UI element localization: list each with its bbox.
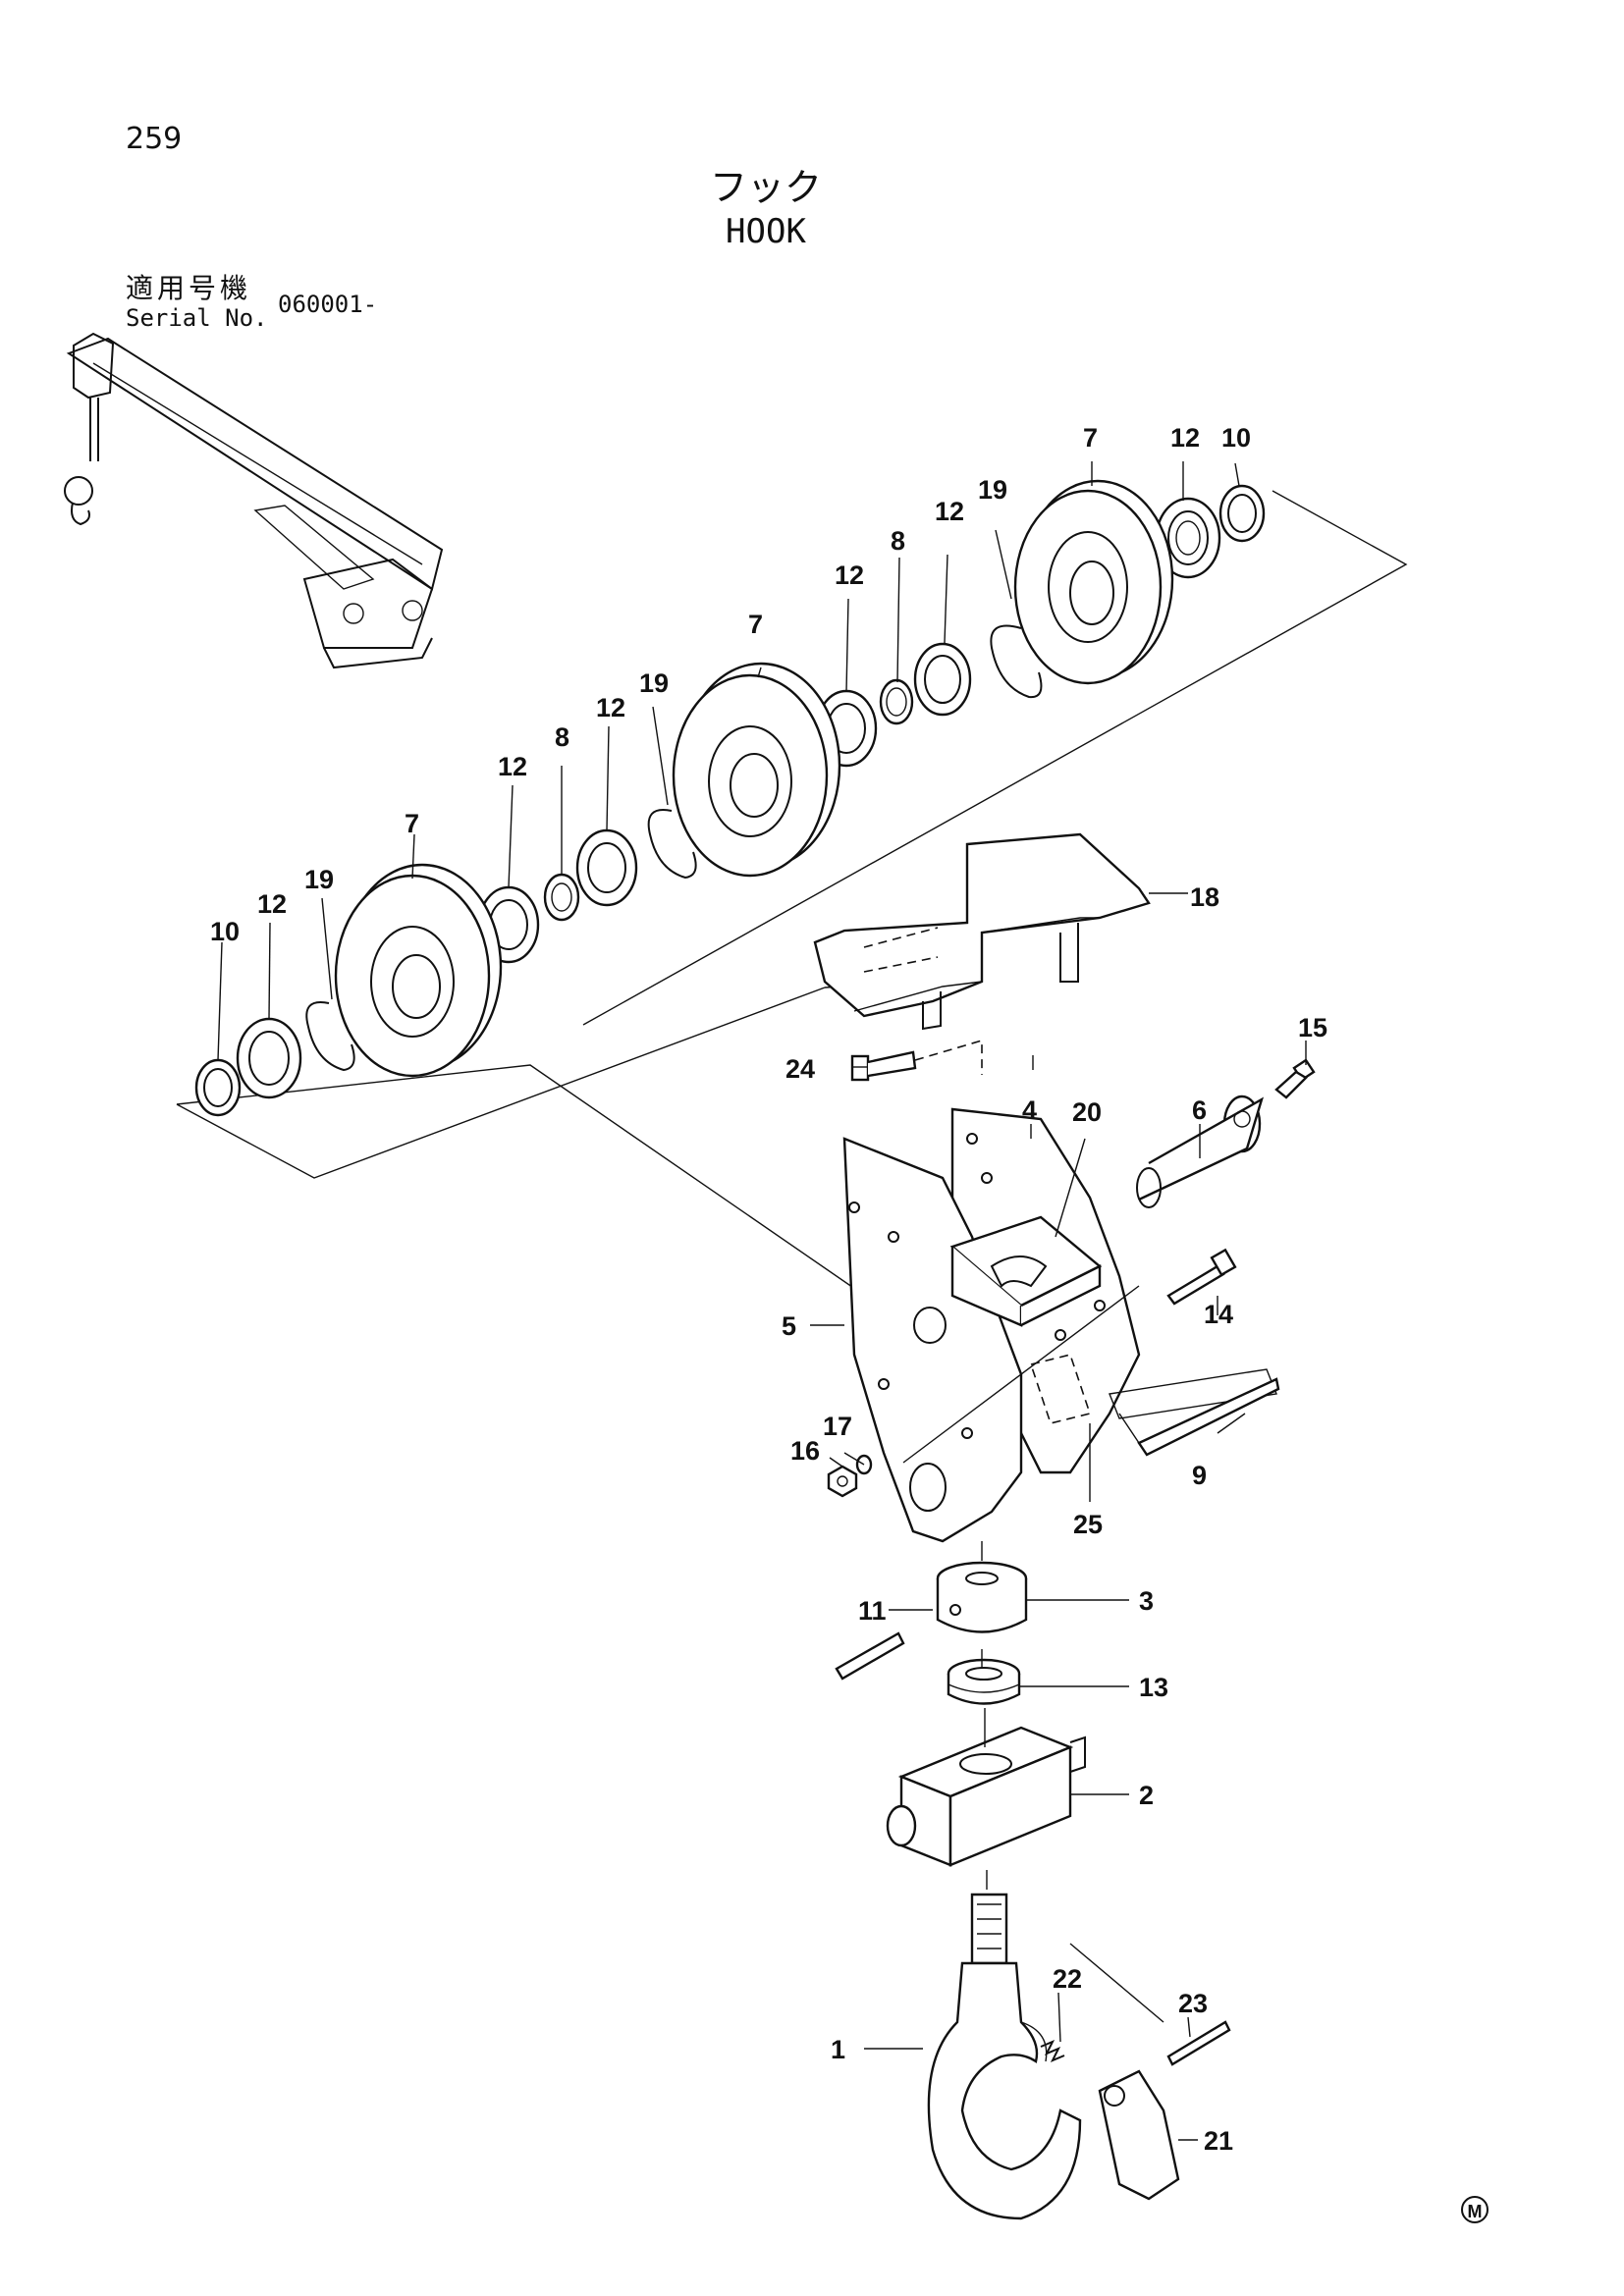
page-number: 259 xyxy=(126,122,183,156)
callout-4: 4 xyxy=(1022,1095,1037,1125)
bearing-12-lower-left xyxy=(236,1017,302,1099)
callout-13: 13 xyxy=(1139,1673,1168,1702)
callout-12: 12 xyxy=(835,561,864,590)
callout-6: 6 xyxy=(1192,1095,1207,1125)
bolt-24 xyxy=(850,1050,917,1082)
snap-ring-19-upper xyxy=(990,624,1043,699)
safety-latch-21 xyxy=(1098,2069,1180,2201)
callout-7: 7 xyxy=(405,809,419,838)
callout-25: 25 xyxy=(1073,1510,1103,1539)
callout-7: 7 xyxy=(1083,423,1098,453)
spacer-25 xyxy=(1029,1354,1092,1424)
callout-10: 10 xyxy=(1221,423,1251,453)
callout-1: 1 xyxy=(831,2035,845,2064)
clamp-block-20 xyxy=(949,1215,1103,1327)
callout-5: 5 xyxy=(782,1311,796,1341)
pin-9 xyxy=(1109,1368,1280,1457)
callout-10: 10 xyxy=(210,917,240,946)
washer-10-lower xyxy=(194,1058,242,1117)
callout-20: 20 xyxy=(1072,1097,1102,1127)
leader-lines xyxy=(217,461,1307,2141)
circled-m-icon: M xyxy=(1461,2196,1489,2223)
latch-pin-23 xyxy=(1166,2020,1231,2066)
callout-12: 12 xyxy=(935,497,964,526)
spacer-8-upper xyxy=(879,678,914,725)
pin-11 xyxy=(835,1631,905,1681)
callout-3: 3 xyxy=(1139,1586,1154,1616)
sheave-7-middle xyxy=(672,662,841,878)
page-title-japanese: フック xyxy=(709,166,822,209)
sheave-7-upper xyxy=(1013,479,1174,685)
spacer-8-lower xyxy=(543,873,580,922)
callout-16: 16 xyxy=(790,1436,820,1466)
serial-label-japanese: 適用号機 xyxy=(126,272,252,304)
callout-8: 8 xyxy=(891,526,905,556)
callout-19: 19 xyxy=(304,865,334,894)
bearing-12-middle xyxy=(575,828,638,907)
callout-12: 12 xyxy=(257,889,287,919)
spring-22 xyxy=(1040,2040,1065,2062)
serial-value: 060001- xyxy=(278,291,378,318)
callout-15: 15 xyxy=(1298,1013,1327,1042)
callout-7: 7 xyxy=(748,610,763,639)
serial-label: Serial No. xyxy=(126,304,268,332)
snap-ring-19-middle xyxy=(647,809,697,880)
thrust-bearing-13 xyxy=(947,1658,1021,1705)
hook-1 xyxy=(927,1893,1082,2220)
page-title: HOOK xyxy=(726,212,806,251)
callout-8: 8 xyxy=(555,722,569,752)
callout-11: 11 xyxy=(858,1596,887,1626)
crosshead-2 xyxy=(886,1726,1086,1867)
callout-21: 21 xyxy=(1204,2126,1233,2156)
callout-22: 22 xyxy=(1053,1964,1082,1994)
callout-labels: 7 12 10 19 12 8 12 7 19 12 8 12 7 19 12 … xyxy=(210,423,1327,2156)
sheave-7-lower xyxy=(334,863,503,1078)
callout-19: 19 xyxy=(639,668,669,698)
callout-9: 9 xyxy=(1192,1461,1207,1490)
callout-14: 14 xyxy=(1204,1300,1233,1329)
callout-12: 12 xyxy=(596,693,625,722)
callout-12: 12 xyxy=(498,752,527,781)
bearing-12-upper-mid xyxy=(913,642,972,717)
side-plate-5 xyxy=(842,1137,1023,1543)
svg-text:M: M xyxy=(1468,2202,1483,2221)
cover-plate-18 xyxy=(813,832,1151,1031)
snap-ring-19-lower xyxy=(305,1001,355,1072)
hook-nut-3 xyxy=(936,1561,1028,1633)
nut-16 xyxy=(827,1465,858,1498)
bolt-14 xyxy=(1166,1248,1237,1306)
crane-icon xyxy=(64,332,444,669)
callout-2: 2 xyxy=(1139,1781,1154,1810)
callout-18: 18 xyxy=(1190,882,1219,912)
callout-23: 23 xyxy=(1178,1989,1208,2018)
washer-10-upper xyxy=(1218,484,1266,543)
callout-19: 19 xyxy=(978,475,1007,505)
callout-12: 12 xyxy=(1170,423,1200,453)
callout-17: 17 xyxy=(823,1412,852,1441)
bolt-15 xyxy=(1274,1058,1316,1099)
callout-24: 24 xyxy=(785,1054,815,1084)
